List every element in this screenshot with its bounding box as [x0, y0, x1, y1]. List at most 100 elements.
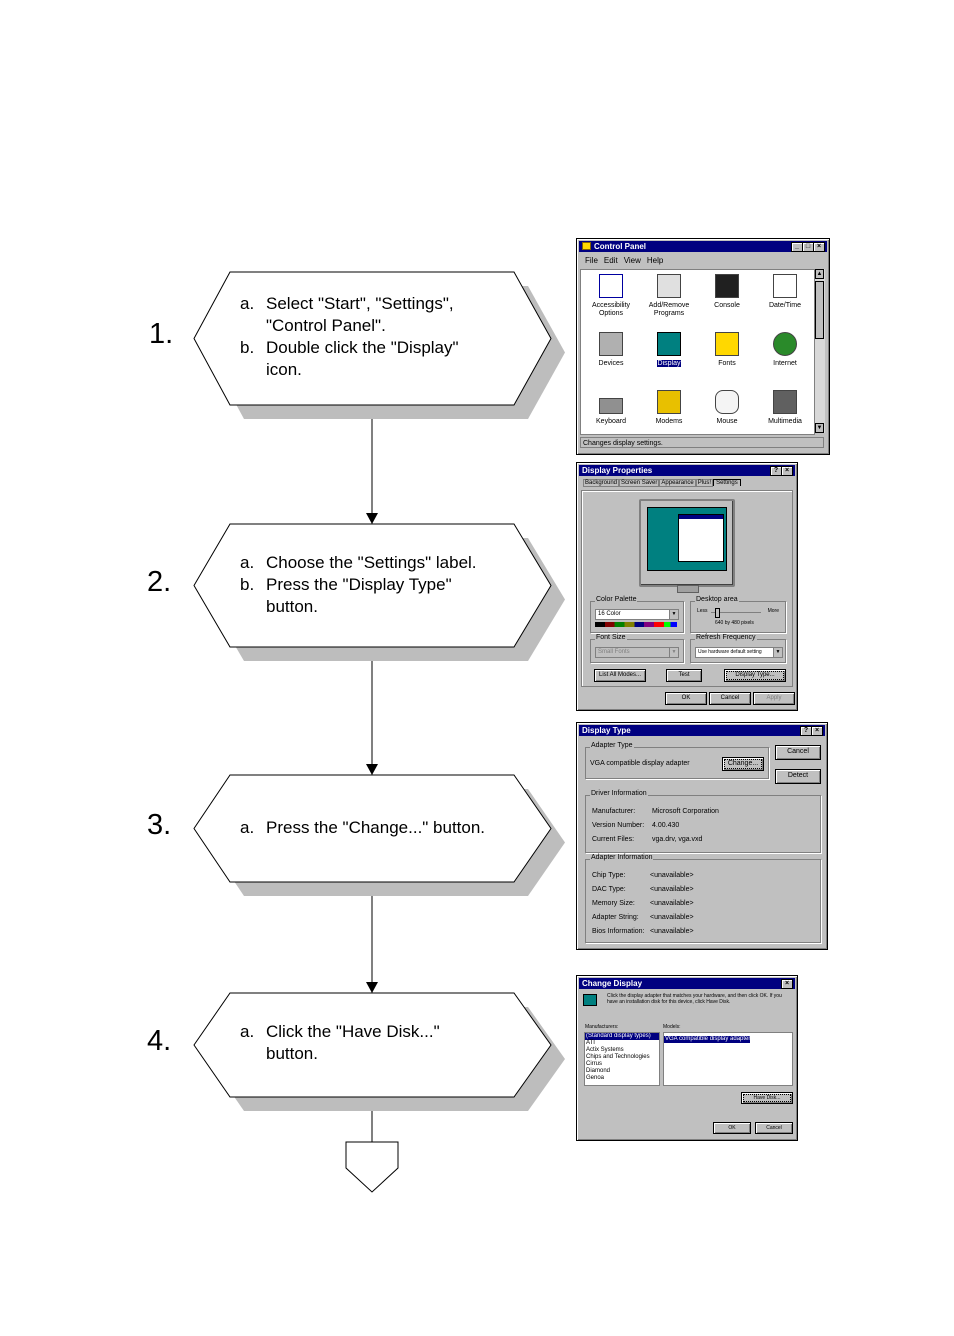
chevron-down-icon[interactable]: ▼	[669, 610, 678, 619]
keyboard-item[interactable]: Keyboard	[582, 390, 640, 426]
display-type-button[interactable]: Display Type...	[724, 669, 786, 682]
step-4-text: a.Click the "Have Disk..." button.	[240, 1021, 440, 1065]
manufacturer-item[interactable]: Diamond	[586, 1068, 611, 1074]
change-display-window: Change Display × Click the display adapt…	[576, 975, 798, 1141]
step-1-box	[193, 271, 552, 406]
menu-bar: File Edit View Help	[585, 256, 669, 265]
color-palette-bar	[595, 622, 677, 627]
step-4-box	[193, 992, 552, 1098]
desktop-area-slider[interactable]	[711, 608, 761, 618]
color-palette-select[interactable]: 16 Color▼	[595, 609, 679, 620]
manufacturer-item[interactable]: Actix Systems	[586, 1047, 624, 1053]
menu-help[interactable]: Help	[646, 256, 664, 265]
menu-edit[interactable]: Edit	[603, 256, 618, 265]
desktop-less-label: Less	[697, 608, 708, 614]
manufacturer-item[interactable]: Genoa	[586, 1075, 605, 1081]
cancel-button[interactable]: Cancel	[775, 745, 821, 760]
folder-icon	[582, 242, 591, 250]
tab-screen-saver[interactable]: Screen Saver	[619, 479, 660, 487]
manufacturer-item[interactable]: (Standard display types)	[585, 1033, 659, 1040]
multimedia-icon	[773, 390, 797, 414]
step-3-text: a.Press the "Change..." button.	[240, 817, 485, 839]
refresh-frequency-select[interactable]: Use hardware default setting▼	[695, 647, 783, 658]
manufacturers-list[interactable]: (Standard display types) ATI Actix Syste…	[584, 1032, 660, 1086]
desktop-preview	[647, 507, 727, 571]
desktop-area-group: Desktop area Less More 640 by 480 pixels	[690, 596, 786, 633]
fonts-item[interactable]: Fonts	[698, 332, 756, 368]
bios-information-label: Bios Information:	[592, 928, 645, 935]
display-item[interactable]: Display	[640, 332, 698, 368]
step-1-number: 1.	[149, 318, 174, 350]
step-2-text: a.Choose the "Settings" label. b.Press t…	[240, 552, 477, 618]
manufacturer-item[interactable]: ATI	[586, 1040, 595, 1046]
detect-button[interactable]: Detect	[775, 769, 821, 784]
tab-plus[interactable]: Plus!	[695, 479, 714, 487]
multimedia-item[interactable]: Multimedia	[756, 390, 814, 426]
tab-settings[interactable]: Settings	[713, 479, 741, 486]
date-time-item[interactable]: Date/Time	[756, 274, 814, 310]
chevron-down-icon[interactable]: ▼	[669, 648, 678, 657]
vertical-scrollbar[interactable]: ▲ ▼	[814, 269, 825, 433]
cancel-button[interactable]: Cancel	[709, 692, 751, 705]
accessibility-options-item[interactable]: Accessibility Options	[582, 274, 640, 318]
step-2-box	[193, 523, 552, 648]
ok-button[interactable]: OK	[665, 692, 707, 705]
font-size-group: Font Size Small Fonts▼	[590, 634, 684, 663]
monitor-preview	[639, 499, 735, 593]
desktop-more-label: More	[767, 608, 779, 614]
manufacturer-item[interactable]: Cirrus	[586, 1061, 602, 1067]
step-1-line-3: Double click the "Display"	[266, 338, 459, 357]
model-item[interactable]: VGA compatible display adapter	[664, 1036, 751, 1043]
console-item[interactable]: Console	[698, 274, 756, 310]
test-button[interactable]: Test	[666, 669, 702, 682]
scroll-down-arrow-icon[interactable]: ▼	[815, 423, 824, 433]
models-list[interactable]: VGA compatible display adapter	[663, 1032, 793, 1086]
display-type-window: Display Type ? × Adapter Type VGA compat…	[576, 722, 828, 950]
scroll-up-arrow-icon[interactable]: ▲	[815, 269, 824, 279]
font-size-select[interactable]: Small Fonts▼	[595, 647, 679, 658]
devices-item[interactable]: Devices	[582, 332, 640, 368]
scroll-thumb[interactable]	[815, 281, 824, 339]
internet-item[interactable]: Internet	[756, 332, 814, 368]
close-button[interactable]: ×	[813, 242, 825, 252]
modems-item[interactable]: Modems	[640, 390, 698, 426]
menu-file[interactable]: File	[585, 256, 598, 265]
offpage-connector	[345, 1141, 399, 1193]
step-1-line-4: icon.	[266, 360, 302, 379]
change-button[interactable]: Change...	[722, 757, 764, 771]
color-palette-group: Color Palette 16 Color▼	[590, 596, 684, 633]
tab-background[interactable]: Background	[583, 479, 620, 487]
status-bar: Changes display settings.	[580, 437, 824, 448]
close-button[interactable]: ×	[781, 979, 793, 989]
version-number-label: Version Number:	[592, 822, 645, 829]
apply-button[interactable]: Apply	[753, 692, 795, 705]
add-remove-programs-item[interactable]: Add/Remove Programs	[640, 274, 698, 318]
adapter-type-label: Adapter Type	[590, 742, 634, 749]
chevron-down-icon[interactable]: ▼	[773, 648, 782, 657]
have-disk-button[interactable]: Have Disk...	[741, 1092, 793, 1104]
step-2-letter-b: b.	[240, 575, 255, 594]
control-panel-icon-area: Accessibility Options Add/Remove Program…	[580, 269, 815, 435]
globe-icon	[773, 332, 797, 356]
monitor-icon	[657, 332, 681, 356]
close-button[interactable]: ×	[781, 466, 793, 476]
cancel-button[interactable]: Cancel	[755, 1122, 793, 1134]
step-1-line-2: "Control Panel".	[266, 316, 386, 335]
tab-appearance[interactable]: Appearance	[659, 479, 696, 487]
step-4-number: 4.	[147, 1025, 172, 1057]
version-number-value: 4.00.430	[652, 822, 680, 829]
adapter-type-value: VGA compatible display adapter	[590, 760, 690, 767]
ok-button[interactable]: OK	[713, 1122, 751, 1134]
list-all-modes-button[interactable]: List All Modes...	[594, 669, 646, 682]
current-files-value: vga.drv, vga.vxd	[652, 836, 703, 843]
memory-size-label: Memory Size:	[592, 900, 635, 907]
manufacturer-item[interactable]: Chips and Technologies	[586, 1054, 650, 1060]
mouse-item[interactable]: Mouse	[698, 390, 756, 426]
close-button[interactable]: ×	[811, 726, 823, 736]
current-files-label: Current Files:	[592, 836, 635, 843]
menu-view[interactable]: View	[623, 256, 641, 265]
step-3-line-1: Press the "Change..." button.	[266, 818, 486, 837]
